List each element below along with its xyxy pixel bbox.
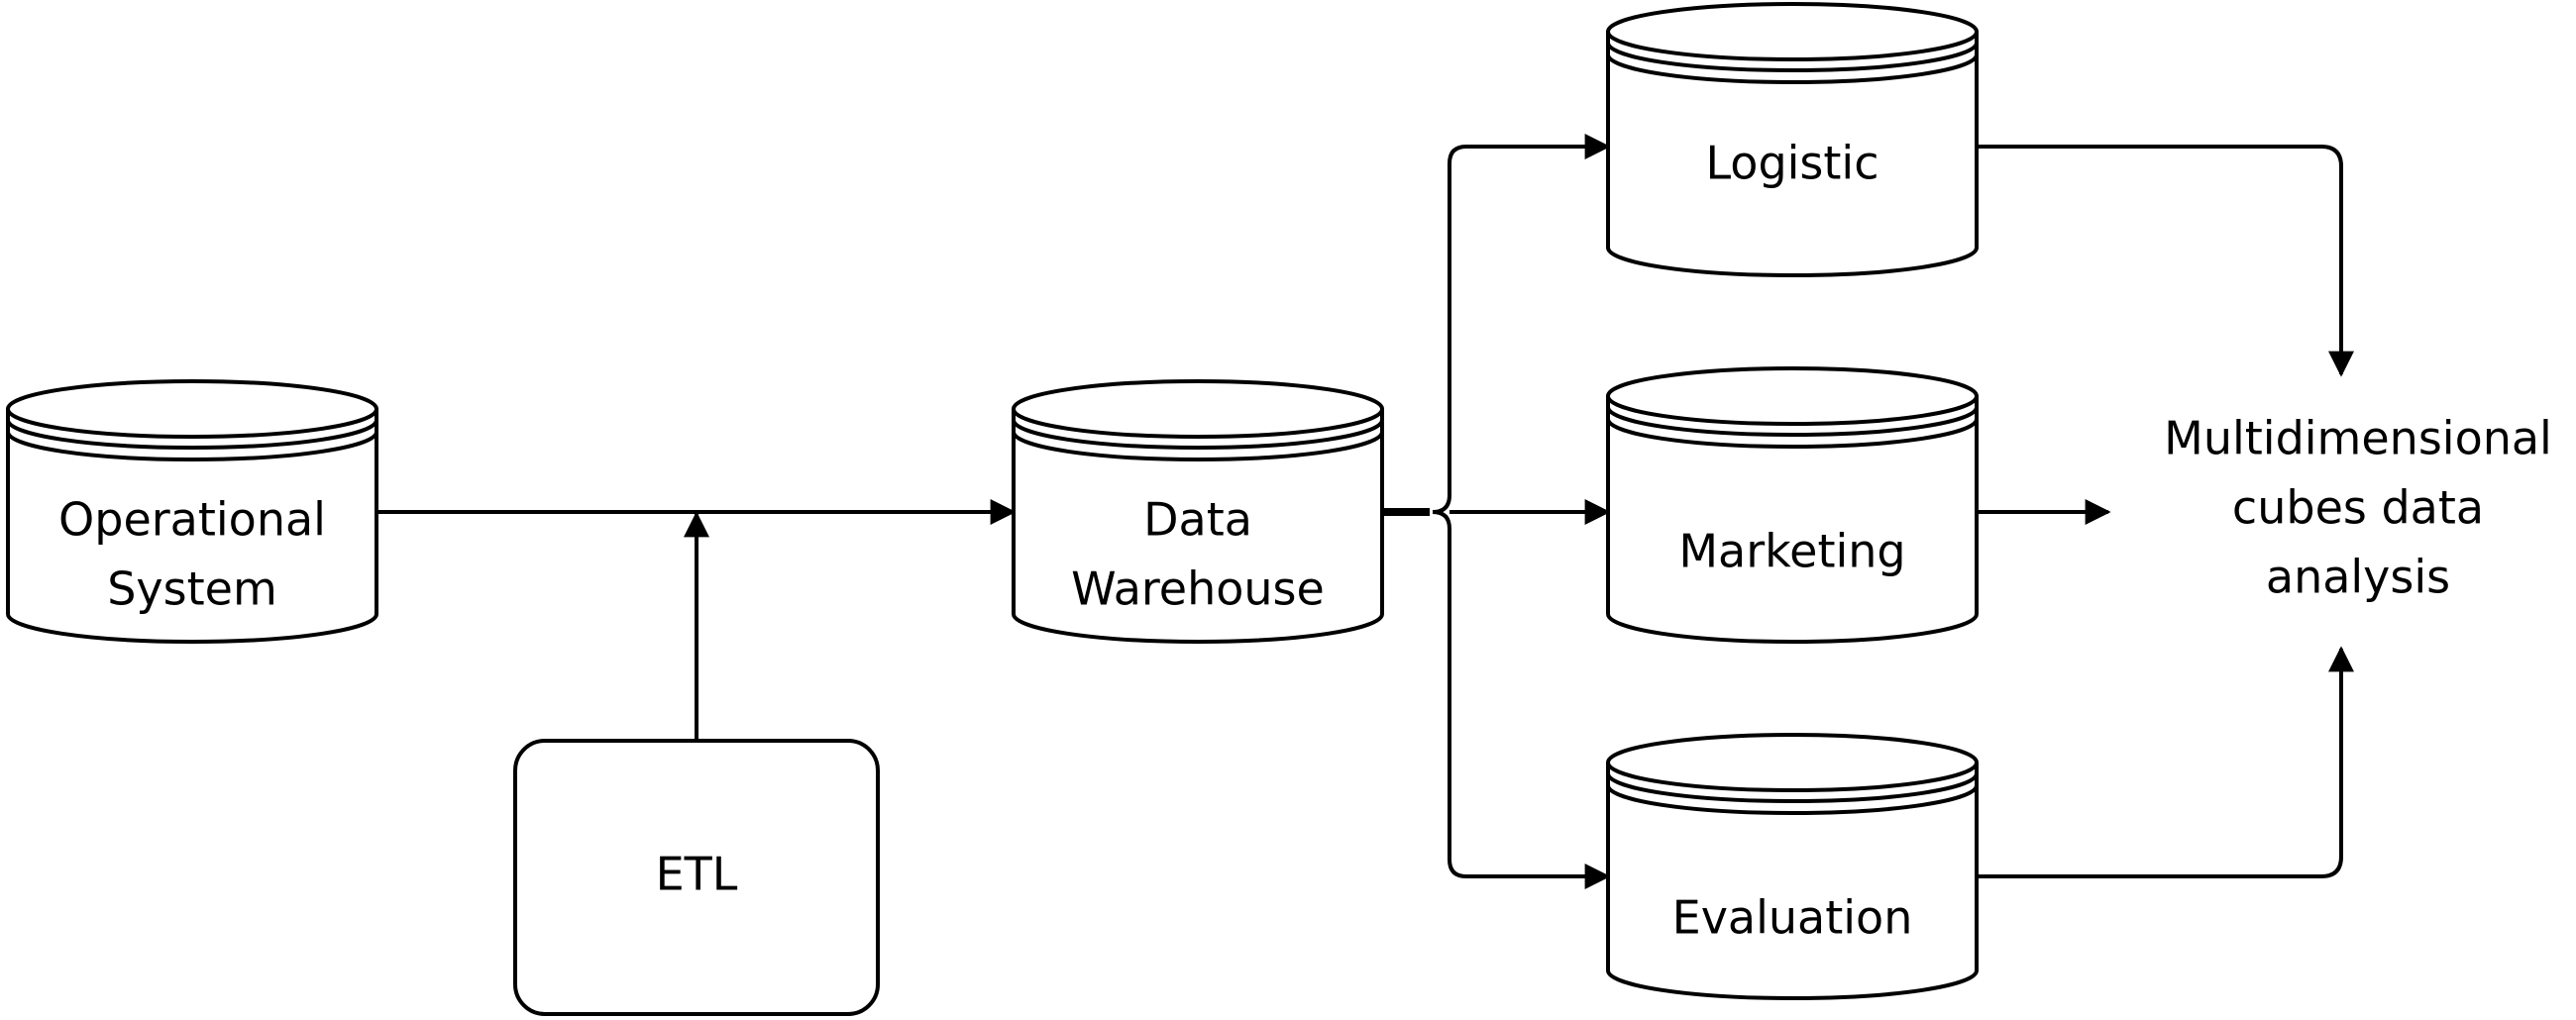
- arrow-logistic-to-analysis: [1977, 145, 2354, 377]
- marketing-datamart: Marketing: [1606, 366, 1979, 644]
- data-warehouse-label-2: Warehouse: [1071, 562, 1325, 616]
- analysis-label-3: analysis: [2266, 551, 2450, 604]
- marketing-label: Marketing: [1678, 525, 1905, 578]
- analysis-label-1: Multidimensional: [2164, 412, 2552, 465]
- connectors: [376, 134, 2354, 889]
- data-warehouse-database: Data Warehouse: [1012, 379, 1384, 644]
- analysis-label-2: cubes data: [2232, 481, 2484, 535]
- logistic-label: Logistic: [1705, 137, 1878, 190]
- arrow-evaluation-to-analysis: [1977, 646, 2354, 878]
- logistic-datamart: Logistic: [1606, 2, 1979, 277]
- evaluation-label: Evaluation: [1672, 891, 1913, 945]
- data-warehouse-label-1: Data: [1143, 493, 1252, 547]
- operational-system-label-1: Operational: [58, 493, 326, 547]
- operational-system-database: Operational System: [6, 379, 378, 644]
- etl-process: ETL: [513, 739, 880, 1016]
- multidimensional-analysis: Multidimensional cubes data analysis: [2164, 412, 2552, 604]
- operational-system-label-2: System: [107, 562, 277, 616]
- etl-label: ETL: [656, 848, 738, 901]
- evaluation-datamart: Evaluation: [1606, 733, 1979, 1000]
- brace: [1432, 145, 1608, 878]
